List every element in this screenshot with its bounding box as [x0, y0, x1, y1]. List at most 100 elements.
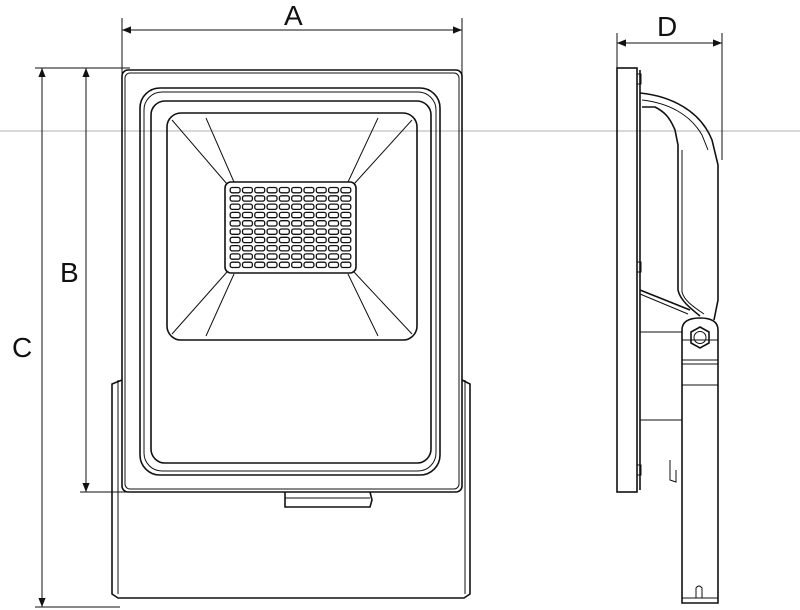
- led-chip: [303, 236, 315, 244]
- led-chip: [340, 195, 352, 202]
- led-chip: [229, 228, 241, 235]
- led-chip: [254, 244, 266, 252]
- led-chip: [229, 211, 241, 219]
- led-chip: [254, 261, 266, 269]
- led-chip: [229, 186, 241, 194]
- led-chip: [254, 228, 266, 235]
- bezel-inner: [150, 100, 432, 464]
- led-chip: [327, 236, 340, 244]
- led-chip: [254, 195, 266, 202]
- led-chip: [241, 186, 254, 194]
- led-chip: [241, 195, 254, 202]
- led-chip: [303, 203, 315, 211]
- led-chip: [291, 236, 303, 244]
- led-chip: [303, 220, 315, 227]
- led-chip: [340, 261, 352, 269]
- led-chip: [241, 228, 254, 235]
- bezel-outer: [139, 87, 441, 476]
- led-chip: [278, 236, 290, 244]
- led-chip: [303, 228, 315, 235]
- led-chip: [327, 195, 340, 202]
- led-chip: [241, 203, 254, 211]
- led-chip: [303, 253, 315, 260]
- led-chip: [291, 195, 303, 202]
- led-chip: [266, 253, 278, 260]
- led-chip: [229, 236, 241, 244]
- led-chip: [315, 203, 327, 211]
- led-chip: [241, 253, 254, 260]
- led-array: [229, 186, 352, 269]
- side-front-plate: [616, 67, 638, 493]
- led-chip: [266, 228, 278, 235]
- led-chip: [241, 244, 254, 252]
- led-chip: [278, 228, 290, 235]
- led-chip: [241, 220, 254, 227]
- led-chip: [340, 220, 352, 227]
- led-chip: [291, 261, 303, 269]
- led-chip: [254, 253, 266, 260]
- dimension-c-label: C: [12, 332, 32, 363]
- led-chip: [327, 186, 340, 194]
- led-chip: [266, 236, 278, 244]
- led-chip: [340, 253, 352, 260]
- led-chip: [340, 228, 352, 235]
- led-chip: [340, 186, 352, 194]
- led-chip: [291, 228, 303, 235]
- led-chip: [340, 203, 352, 211]
- led-chip: [315, 186, 327, 194]
- led-chip: [254, 211, 266, 219]
- led-chip: [303, 261, 315, 269]
- led-chip: [229, 253, 241, 260]
- led-chip: [291, 211, 303, 219]
- led-chip: [278, 261, 290, 269]
- led-chip: [303, 211, 315, 219]
- led-chip: [327, 211, 340, 219]
- led-chip: [291, 253, 303, 260]
- led-chip: [340, 211, 352, 219]
- led-chip: [303, 195, 315, 202]
- led-chip: [241, 211, 254, 219]
- led-chip: [327, 228, 340, 235]
- led-chip: [278, 211, 290, 219]
- led-chip: [315, 220, 327, 227]
- led-chip: [291, 220, 303, 227]
- led-chip: [278, 203, 290, 211]
- led-chip: [315, 228, 327, 235]
- led-chip: [266, 186, 278, 194]
- led-chip: [315, 236, 327, 244]
- led-chip: [327, 244, 340, 252]
- led-chip: [315, 195, 327, 202]
- led-chip: [291, 244, 303, 252]
- led-chip: [229, 261, 241, 269]
- led-chip: [266, 195, 278, 202]
- dimension-b-label: B: [60, 257, 79, 288]
- dimension-a: A: [121, 0, 463, 75]
- front-view: [111, 69, 471, 599]
- lens: [166, 112, 418, 341]
- led-chip: [266, 244, 278, 252]
- led-chip: [254, 186, 266, 194]
- led-chip: [291, 186, 303, 194]
- led-chip: [278, 220, 290, 227]
- dimension-d: D: [616, 11, 723, 160]
- led-chip: [340, 244, 352, 252]
- led-chip: [315, 253, 327, 260]
- housing-body: [121, 69, 463, 493]
- led-chip: [229, 203, 241, 211]
- led-module: [224, 181, 357, 274]
- led-chip: [291, 203, 303, 211]
- led-chip: [241, 236, 254, 244]
- pivot-nut: [690, 326, 710, 349]
- led-chip: [303, 244, 315, 252]
- mounting-bracket: [111, 379, 471, 599]
- led-chip: [315, 211, 327, 219]
- side-view: [616, 67, 719, 604]
- led-chip: [278, 253, 290, 260]
- bracket-slot: [695, 585, 703, 598]
- led-chip: [229, 195, 241, 202]
- led-chip: [315, 244, 327, 252]
- led-chip: [241, 261, 254, 269]
- led-chip: [327, 253, 340, 260]
- dimension-a-label: A: [284, 0, 303, 31]
